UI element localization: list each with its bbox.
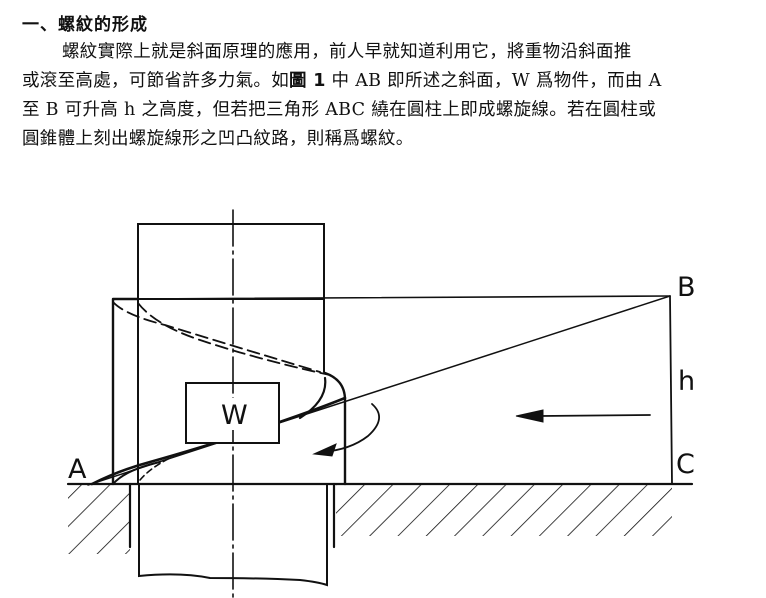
incline-AB	[87, 295, 671, 486]
paragraph-line-4: 圓錐體上刻出螺旋線形之凹凸紋路，則稱爲螺紋。	[22, 129, 414, 149]
ground-hatching-right	[336, 484, 672, 536]
helix-hidden-dashed-1	[112, 301, 321, 373]
triangle-top-line	[137, 295, 671, 300]
label-C: C	[676, 449, 695, 480]
section-heading: 一、螺紋的形成	[22, 15, 148, 35]
cylinder-lower	[138, 483, 328, 587]
paragraph-line-2-start: 或滾至高處，可節省許多力氣。如	[22, 71, 289, 91]
label-A: A	[68, 454, 87, 485]
wrap-direction-arrow-head	[515, 409, 544, 423]
body-paragraph: 螺紋實際上就是斜面原理的應用，前人早就知道利用它，將重物沿斜面推 或滾至高處，可…	[22, 38, 742, 154]
rotation-arrow-curve	[321, 403, 380, 453]
ground-hatching-left	[68, 484, 130, 554]
label-B: B	[677, 272, 696, 303]
wrap-direction-arrow-shaft	[539, 414, 651, 417]
thread-outer-left	[111, 297, 140, 486]
figure-1-screw-thread-diagram: W A B h C	[66, 209, 696, 598]
cylinder-upper	[137, 223, 325, 300]
helix-hidden-dashed-2	[137, 302, 331, 376]
paragraph-line-3: 至 B 可升高 h 之高度，但若把三角形 ABC 繞在圓柱上即成螺旋線。若在圓柱…	[22, 100, 657, 120]
figure-reference: 圖 1	[289, 71, 326, 91]
label-h: h	[678, 366, 695, 397]
helix-outer-curve	[323, 371, 347, 486]
paragraph-line-1: 螺紋實際上就是斜面原理的應用，前人早就知道利用它，將重物沿斜面推	[62, 42, 632, 62]
paragraph-line-2: 或滾至高處，可節省許多力氣。如圖 1 中 AB 即所述之斜面，W 爲物件，而由 …	[22, 67, 742, 96]
side-BC	[669, 295, 673, 485]
label-W: W	[221, 400, 248, 431]
paragraph-line-2-end: 中 AB 即所述之斜面，W 爲物件，而由 A	[325, 71, 662, 91]
rotation-arrow-head	[312, 443, 337, 457]
